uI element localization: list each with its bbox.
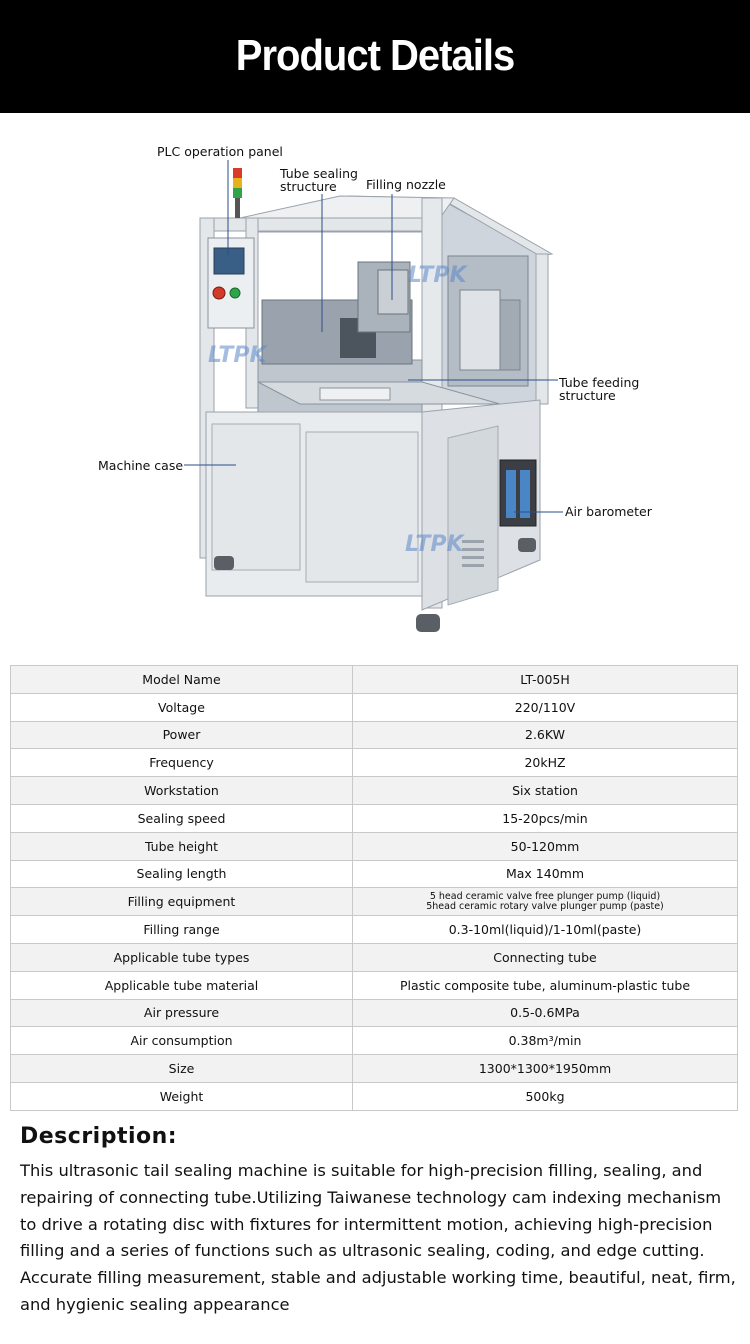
callout-filling-nozzle: Filling nozzle: [366, 177, 446, 192]
spec-label: Frequency: [10, 748, 353, 778]
description-title: Description:: [20, 1124, 178, 1149]
spec-label: Workstation: [10, 776, 353, 805]
spec-label: Air pressure: [10, 998, 353, 1028]
spec-value: 0.5-0.6MPa: [352, 998, 738, 1028]
spec-value: Plastic composite tube, aluminum-plastic…: [352, 970, 738, 1000]
watermark-text: LTPK: [408, 263, 469, 288]
spec-value-multiline: 5 head ceramic valve free plunger pump (…: [352, 887, 738, 917]
watermark-text: LTPK: [405, 532, 466, 557]
spec-label: Tube height: [10, 831, 353, 861]
spec-label: Air consumption: [10, 1026, 353, 1056]
spec-label: Applicable tube types: [10, 942, 353, 972]
spec-value: 15-20pcs/min: [352, 803, 738, 833]
spec-value: 50-120mm: [352, 831, 738, 861]
callout-plc-panel: PLC operation panel: [157, 144, 283, 159]
machine-figure: LTPK LTPK LTPK PLC operation panel Tube …: [0, 113, 750, 658]
watermark-text: LTPK: [208, 343, 269, 368]
spec-value: 0.3-10ml(liquid)/1-10ml(paste): [352, 915, 738, 944]
spec-label: Filling equipment: [10, 887, 353, 917]
callout-tube-feeding-line2: structure: [559, 388, 616, 403]
callout-air-barometer: Air barometer: [565, 504, 652, 519]
spec-label: Voltage: [10, 692, 353, 722]
callout-tube-sealing-line1: Tube sealing: [280, 166, 358, 181]
spec-value-line: 5 head ceramic valve free plunger pump (…: [429, 890, 661, 902]
machine-illustration: LTPK LTPK LTPK: [184, 160, 563, 632]
spec-value: Max 140mm: [352, 859, 738, 889]
spec-label: Size: [10, 1054, 353, 1083]
spec-value: 20kHZ: [352, 748, 738, 778]
table-row: Filling equipment 5 head ceramic valve fr…: [10, 887, 738, 917]
callout-tube-feeding-line1: Tube feeding: [559, 375, 640, 390]
spec-value: Connecting tube: [352, 942, 738, 972]
page-header: Product Details: [0, 0, 750, 113]
spec-label: Weight: [10, 1081, 353, 1111]
spec-value: 1300*1300*1950mm: [352, 1054, 738, 1083]
spec-label: Power: [10, 720, 353, 750]
spec-value: 2.6KW: [352, 720, 738, 750]
spec-value-line: 5head ceramic rotary valve plunger pump …: [426, 900, 664, 912]
spec-value: Six station: [352, 776, 738, 805]
spec-label: Sealing length: [10, 859, 353, 889]
spec-label: Applicable tube material: [10, 970, 353, 1000]
callout-tube-sealing-line2: structure: [280, 179, 337, 194]
spec-value: 500kg: [352, 1081, 738, 1111]
spec-value: 0.38m³/min: [352, 1026, 738, 1056]
spec-label: Filling range: [10, 915, 353, 944]
spec-label: Sealing speed: [10, 803, 353, 833]
callout-machine-case: Machine case: [98, 458, 184, 473]
spec-value: LT-005H: [352, 665, 738, 694]
description-body: This ultrasonic tail sealing machine is …: [20, 1161, 736, 1314]
page-title: Product Details: [235, 32, 515, 80]
spec-label: Model Name: [10, 665, 353, 694]
spec-value: 220/110V: [352, 692, 738, 722]
